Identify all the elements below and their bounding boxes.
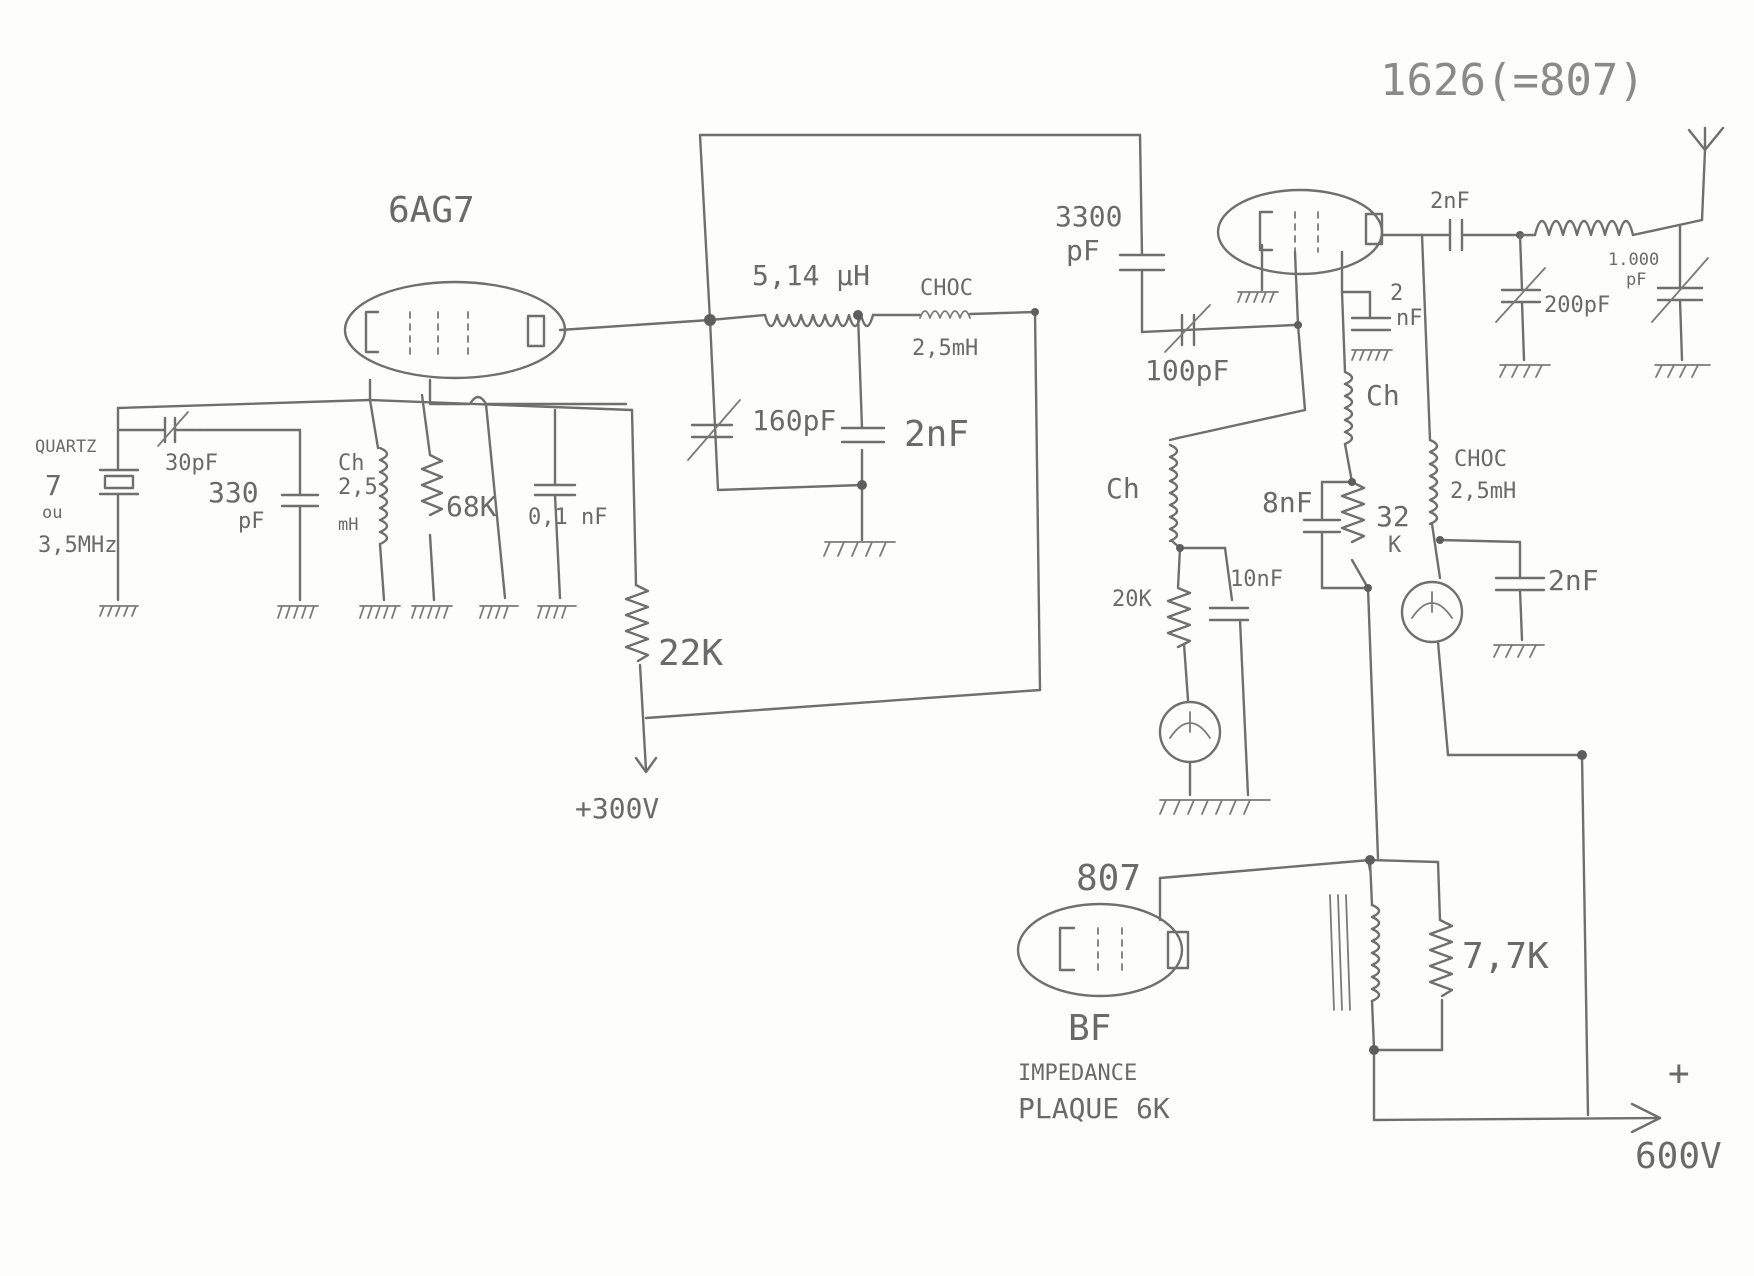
bf-note-line2: PLAQUE 6K [1018, 1092, 1170, 1125]
quartz-crystal [98, 438, 140, 617]
quartz-label: QUARTZ [35, 437, 96, 457]
cap-2nf-tank [823, 426, 896, 557]
cap-100pf-label: 100pF [1145, 354, 1229, 387]
bf-label: BF [1068, 1008, 1111, 1049]
cap-0-1nf-label: 0,1 nF [528, 505, 607, 530]
cap-330pf [277, 428, 320, 619]
choke-cathode [359, 398, 401, 619]
cap-30pf [157, 411, 202, 447]
bf-note-line1: IMPEDANCE [1018, 1061, 1137, 1086]
resistor-7-7k-label: 7,7K [1462, 936, 1549, 977]
cap-1000pf-label-b: pF [1626, 270, 1646, 290]
choke2-label-a: CHOC [1454, 447, 1507, 472]
choke1-label-a: CHOC [920, 276, 973, 301]
resistor-22k [624, 408, 1042, 774]
cap-330pf-label-b: pF [238, 509, 265, 534]
cap-3300pf-label-a: 3300 [1055, 200, 1122, 233]
cap-330pf-label-a: 330 [208, 476, 259, 509]
cap-3300pf-label-b: pF [1066, 234, 1100, 267]
resistor-32k-label-a: 32 [1376, 500, 1410, 533]
tube-807-bf [1016, 902, 1190, 998]
cap-10nf-label: 10nF [1230, 567, 1283, 592]
choke-cathode-label-b: 2,5 [338, 475, 378, 500]
resistor-22k-label: 22K [658, 633, 723, 674]
cap-8nf-label: 8nF [1262, 486, 1313, 519]
choke1-label-b: 2,5mH [912, 336, 978, 361]
tank-circuit [698, 133, 1144, 692]
plate-supply [1400, 233, 1590, 1117]
choke2-label-b: 2,5mH [1450, 479, 1516, 504]
quartz-freq-1: 7 [45, 469, 62, 502]
quartz-freq-2: ou [42, 503, 62, 523]
choke-grid-label: Ch [1106, 472, 1140, 505]
screen-circuit [1302, 250, 1393, 860]
supply-600v-label: 600V [1635, 1136, 1722, 1177]
grid-bias-circuit [1158, 250, 1307, 815]
cap-2nf-screen-label-a: 2 [1390, 281, 1403, 306]
output-network [1380, 126, 1725, 378]
coil-5-14uh-label: 5,14 µH [752, 259, 870, 292]
cap-30pf-label: 30pF [165, 451, 218, 476]
supply-plus-label: + [1668, 1053, 1690, 1094]
resistor-32k-label-b: K [1388, 533, 1402, 558]
title-label: 1626(=807) [1380, 55, 1645, 106]
cap-3300pf [1118, 253, 1297, 334]
resistor-68k-label: 68K [446, 490, 497, 523]
cap-160pf [687, 399, 741, 461]
choke-cathode-label-a: Ch [338, 451, 365, 476]
choke-cathode-label-c: mH [338, 515, 358, 535]
cap-2nf-out-label: 2nF [1430, 189, 1470, 214]
supply-300v-label: +300V [575, 792, 659, 825]
cap-2nf-tank-label: 2nF [904, 414, 969, 455]
cap-200pf-label: 200pF [1544, 293, 1610, 318]
tube-807-label: 807 [1076, 858, 1141, 899]
cap-2nf-screen-label-b: nF [1396, 306, 1423, 331]
tube-1626 [1216, 188, 1384, 303]
cap-0-1nf [533, 408, 577, 619]
resistor-20k-label: 20K [1112, 587, 1152, 612]
tube-6ag7-label: 6AG7 [388, 190, 475, 231]
cap-100pf [1164, 304, 1211, 353]
cap-2nf-right-label: 2nF [1548, 564, 1599, 597]
resistor-68k [411, 393, 453, 619]
quartz-freq-3: 3,5MHz [38, 533, 117, 558]
tube-6ag7 [343, 280, 567, 380]
choke-screen-label: Ch [1366, 379, 1400, 412]
screen-lead [479, 402, 519, 619]
cap-160pf-label: 160pF [752, 404, 836, 437]
cap-1000pf-label-a: 1.000 [1608, 250, 1659, 270]
